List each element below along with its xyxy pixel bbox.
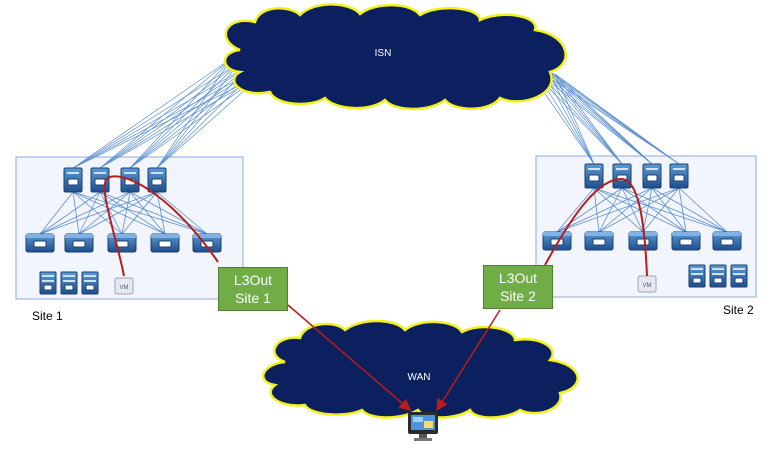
fabric-link: [72, 191, 166, 235]
isn-uplink: [156, 57, 233, 169]
traffic-paths: [103, 175, 648, 412]
wan-label: WAN: [408, 372, 431, 383]
fabric-link: [642, 187, 653, 233]
fabric-link: [39, 191, 101, 235]
site-2-label: Site 2: [723, 303, 754, 317]
isn-uplink: [72, 61, 241, 169]
site-2-wan-arrow: [436, 309, 501, 412]
isn-uplink: [129, 57, 233, 169]
fabric-link: [78, 191, 158, 235]
isn-uplink: [129, 69, 257, 169]
server-icon: [709, 264, 727, 288]
spine-switch-icon: [584, 163, 604, 189]
fabric-link: [39, 191, 158, 235]
isn-uplink: [129, 61, 241, 169]
site-1-label: Site 1: [32, 309, 63, 323]
isn-uplink: [539, 65, 623, 165]
fabric-link: [78, 191, 131, 235]
fabric-link: [678, 187, 728, 233]
fabric-link: [621, 187, 687, 233]
isn-label: ISN: [375, 48, 392, 59]
fabric-link: [678, 187, 687, 233]
desktop-client-icon: [408, 412, 438, 441]
fabric-link: [598, 187, 653, 233]
l3out-site-2-line1: L3Out: [498, 270, 538, 286]
isn-uplink: [554, 73, 653, 165]
leaf-switch-icon: [64, 233, 94, 253]
server-icon: [730, 264, 748, 288]
leaf-switch-icon: [584, 231, 614, 251]
fabric-link: [621, 187, 728, 233]
spine-switch-icon: [669, 163, 689, 189]
fabric-link: [593, 187, 600, 233]
fabric-link: [598, 187, 680, 233]
leaf-switch-icon: [712, 231, 742, 251]
leaf-switch-icon: [192, 233, 222, 253]
isn-uplink: [539, 65, 653, 165]
fabric-link: [99, 191, 166, 235]
spine-switch-icon: [642, 163, 662, 189]
isn-uplink: [72, 65, 249, 169]
site-1-traffic-path: [103, 175, 219, 277]
site-1-wan-arrow: [287, 304, 412, 411]
isn-uplink: [156, 65, 249, 169]
fabric-link: [78, 191, 101, 235]
site-2-traffic-path: [544, 177, 648, 277]
isn-links: [72, 57, 680, 169]
leaf-switch-icon: [542, 231, 572, 251]
leaf-switch-icon: [671, 231, 701, 251]
isn-uplink: [99, 61, 241, 169]
l3out-site-2-line2: Site 2: [500, 288, 536, 304]
vm-icon: VM: [637, 275, 657, 293]
l3out-site-1-label: L3Out Site 1: [218, 267, 288, 311]
isn-uplink: [547, 69, 623, 165]
fabric-link: [39, 191, 74, 235]
fabric-link: [156, 191, 166, 235]
device-nodes: VM VM: [25, 163, 748, 295]
fabric-link: [642, 187, 680, 233]
fabric-link: [39, 191, 131, 235]
isn-uplink: [99, 57, 233, 169]
isn-uplink: [547, 69, 595, 165]
server-icon: [39, 271, 57, 295]
fabric-link: [651, 187, 728, 233]
server-icon: [688, 264, 706, 288]
leaf-switch-icon: [107, 233, 137, 253]
isn-uplink: [554, 73, 595, 165]
l3out-site-2-label: L3Out Site 2: [483, 265, 553, 309]
leaf-switch-icon: [150, 233, 180, 253]
vm-icon: VM: [114, 277, 134, 295]
server-icon: [81, 271, 99, 295]
isn-uplink: [554, 73, 680, 165]
fabric-link: [156, 191, 208, 235]
fabric-link: [121, 191, 158, 235]
vm-label: VM: [120, 285, 129, 291]
leaf-switch-icon: [25, 233, 55, 253]
fabric-link: [556, 187, 680, 233]
l3out-site-1-line1: L3Out: [233, 272, 273, 288]
server-icon: [60, 271, 78, 295]
spine-switch-icon: [63, 167, 83, 193]
fabric-link: [99, 191, 208, 235]
fabric-link: [556, 187, 595, 233]
isn-cloud: ISN: [223, 3, 567, 111]
fabric-link: [121, 191, 131, 235]
isn-uplink: [529, 61, 680, 165]
fabric-link: [99, 191, 123, 235]
isn-uplink: [156, 61, 241, 169]
isn-uplink: [99, 69, 257, 169]
fabric-link: [129, 191, 208, 235]
isn-uplink: [72, 57, 233, 169]
spine-switch-icon: [612, 163, 632, 189]
vm-label: VM: [643, 283, 652, 289]
spine-switch-icon: [147, 167, 167, 193]
isn-uplink: [129, 65, 249, 169]
fabric-link: [621, 187, 644, 233]
fabric-link: [72, 191, 80, 235]
fabric-link: [598, 187, 623, 233]
l3out-site-1-line2: Site 1: [235, 290, 271, 306]
fabric-link: [129, 191, 166, 235]
wan-cloud: WAN: [262, 319, 579, 419]
